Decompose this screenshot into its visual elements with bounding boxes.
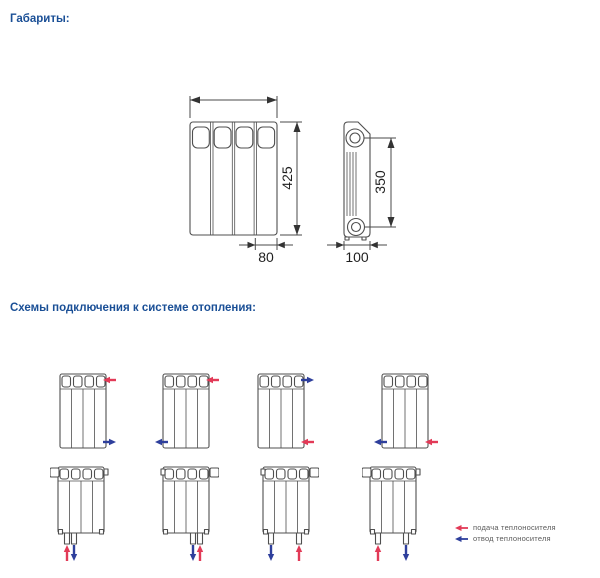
scheme-side-supply-bottom-right-return-top-right <box>257 373 314 449</box>
side-depth-label: 100 <box>345 249 369 265</box>
valve-icon <box>309 467 319 478</box>
legend-return-label: отвод теплоносителя <box>473 534 551 543</box>
supply-arrow-icon <box>196 545 204 561</box>
plug-icon <box>260 468 266 476</box>
scheme-bottom-right-pair-return-down-supply-up <box>160 466 219 561</box>
pipe <box>196 532 204 545</box>
schemes-heading: Схемы подключения к системе отопления: <box>10 302 256 314</box>
return-arrow-icon <box>70 545 78 561</box>
supply-arrow-icon <box>63 545 71 561</box>
radiator-side-view <box>343 121 371 241</box>
legend: подача теплоносителя отвод теплоносителя <box>455 522 556 544</box>
front-width-dimension <box>189 96 278 118</box>
pipe <box>70 532 78 545</box>
valve-icon <box>209 467 219 478</box>
return-arrow-icon <box>267 545 275 561</box>
supply-arrow-icon <box>103 376 116 384</box>
front-section-width-label: 80 <box>258 249 274 265</box>
side-port-spacing-label: 350 <box>372 170 388 194</box>
scheme-diagonal-supply-top-right-return-bottom-left <box>155 373 219 449</box>
supply-arrow-icon <box>301 438 314 446</box>
scheme-bottom-spread-supply-left-return-right <box>362 466 421 561</box>
legend-item-return: отвод теплоносителя <box>455 533 556 544</box>
plug-icon <box>415 468 421 476</box>
return-arrow-icon <box>402 545 410 561</box>
scheme-bottom-supply-right-return-left <box>374 373 438 449</box>
return-arrow-icon <box>374 438 387 446</box>
supply-arrow-icon <box>206 376 219 384</box>
valve-icon <box>362 467 372 478</box>
supply-arrow-icon <box>425 438 438 446</box>
pipe <box>374 532 382 545</box>
valve-icon <box>50 467 60 478</box>
pipe <box>63 532 71 545</box>
pipe <box>267 532 275 545</box>
return-arrow-icon <box>189 545 197 561</box>
side-port-spacing-dimension: 350 <box>364 137 396 228</box>
plug-icon <box>103 468 109 476</box>
legend-return-arrow-icon <box>455 535 468 542</box>
radiator-front-view <box>189 121 278 236</box>
dimensions-heading: Габариты: <box>10 13 70 25</box>
plug-icon <box>160 468 166 476</box>
return-arrow-icon <box>155 438 168 446</box>
pipe <box>402 532 410 545</box>
return-arrow-icon <box>301 376 314 384</box>
legend-item-supply: подача теплоносителя <box>455 522 556 533</box>
legend-supply-arrow-icon <box>455 524 468 531</box>
scheme-bottom-spread-return-left-supply-right <box>260 466 319 561</box>
scheme-bottom-left-pair-supply-up-return-down <box>50 466 109 561</box>
pipe <box>295 532 303 545</box>
scheme-side-supply-top-right-return-bottom-right <box>59 373 116 449</box>
supply-arrow-icon <box>374 545 382 561</box>
legend-supply-label: подача теплоносителя <box>473 523 556 532</box>
radiator-dimension-drawing: 425 80 <box>189 96 396 265</box>
side-depth-dimension: 100 <box>327 241 387 265</box>
front-height-dimension: 425 <box>279 121 302 236</box>
pipe <box>189 532 197 545</box>
return-arrow-icon <box>103 438 116 446</box>
supply-arrow-icon <box>295 545 303 561</box>
front-height-label: 425 <box>279 166 295 190</box>
front-section-width-dimension: 80 <box>239 238 293 265</box>
